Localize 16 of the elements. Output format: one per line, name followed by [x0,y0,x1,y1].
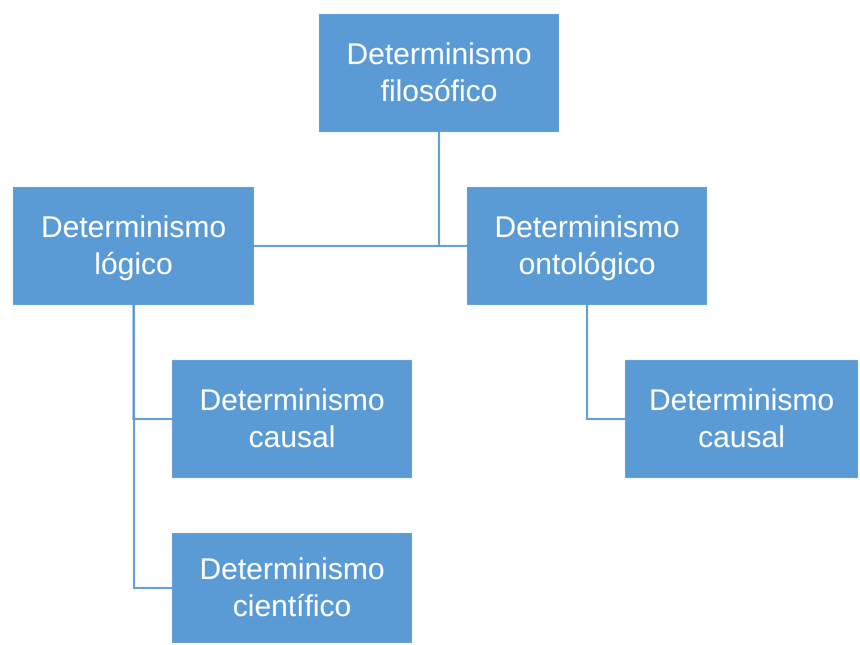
connector-line [438,132,467,247]
concept-box [319,14,559,132]
concept-box [467,187,707,305]
concept-label: Determinismo filosófico [345,36,533,110]
concept-label: Determinismo científico [198,552,386,625]
concept-box [625,360,858,478]
concept-label: Determinismo causal [648,382,836,456]
connector-line [133,305,172,589]
concept-label: Determinismo causal [198,382,386,456]
concept-label: Determinismo ontológico [493,210,681,283]
concept-box [172,533,412,643]
concept-box [13,187,254,305]
connector-line [132,305,172,420]
concept-label: Determinismo lógico [40,210,228,283]
connector-line [586,305,625,420]
concept-box [172,360,412,478]
